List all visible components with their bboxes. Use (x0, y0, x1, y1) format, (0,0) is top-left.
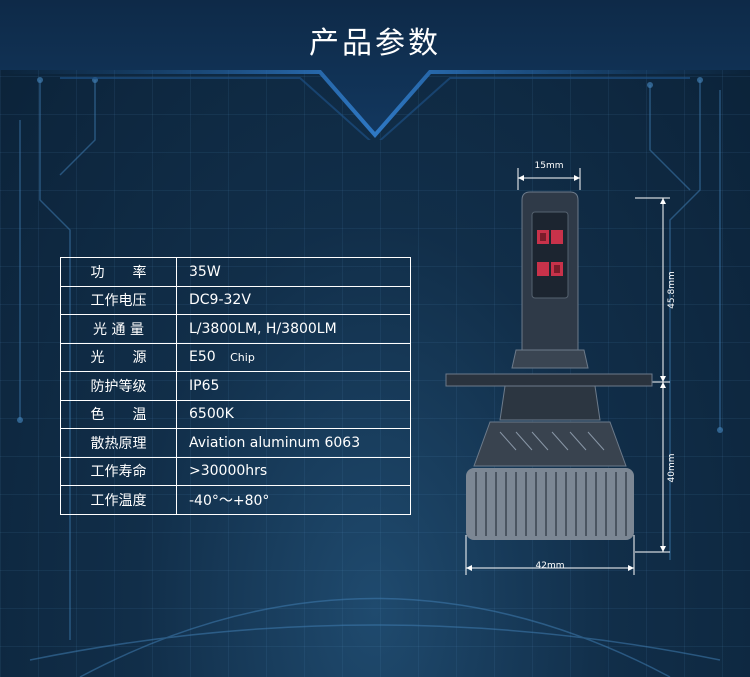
spec-label: 工作电压 (60, 285, 177, 315)
table-row: 工作寿命 >30000hrs (60, 456, 411, 486)
dim-bottom-width: 42mm (536, 561, 565, 571)
table-row: 光 通 量 L/3800LM, H/3800LM (60, 314, 411, 344)
spec-label: 散热原理 (60, 428, 177, 458)
spec-label: 光 源 (60, 342, 177, 372)
table-row: 散热原理 Aviation aluminum 6063 (60, 428, 411, 458)
spec-value: 6500K (176, 399, 411, 429)
spec-table: 功 率 35W 工作电压 DC9-32V 光 通 量 L/3800LM, H/3… (60, 257, 411, 515)
spec-label: 功 率 (60, 257, 177, 287)
spec-value: 35W (176, 257, 411, 287)
spec-value-extra: Chip (230, 351, 255, 365)
table-row: 色 温 6500K (60, 399, 411, 429)
dim-top-width: 15mm (535, 161, 564, 171)
spec-value: E50 Chip (176, 342, 411, 372)
spec-label: 工作寿命 (60, 456, 177, 486)
dim-lower-height: 40mm (667, 454, 677, 483)
spec-value: DC9-32V (176, 285, 411, 315)
spec-label: 光 通 量 (60, 314, 177, 344)
dim-upper-height: 45.8mm (667, 271, 677, 309)
spec-value-main: E50 (189, 349, 216, 366)
spec-value: L/3800LM, H/3800LM (176, 314, 411, 344)
spec-value: >30000hrs (176, 456, 411, 486)
spec-label: 工作温度 (60, 485, 177, 515)
spec-value: IP65 (176, 371, 411, 401)
table-row: 功 率 35W (60, 257, 411, 287)
table-row: 工作温度 -40°～+80° (60, 485, 411, 515)
page-title: 产品参数 (309, 26, 441, 61)
spec-label: 色 温 (60, 399, 177, 429)
table-row: 光 源 E50 Chip (60, 342, 411, 372)
spec-value: Aviation aluminum 6063 (176, 428, 411, 458)
bulb-dimension-drawing: 15mm 45.8mm 40mm 42mm (445, 161, 677, 575)
table-row: 工作电压 DC9-32V (60, 285, 411, 315)
spec-value: -40°～+80° (176, 485, 411, 515)
table-row: 防护等级 IP65 (60, 371, 411, 401)
title-banner (0, 0, 750, 140)
spec-label: 防护等级 (60, 371, 177, 401)
bulb-illustration (445, 191, 653, 540)
